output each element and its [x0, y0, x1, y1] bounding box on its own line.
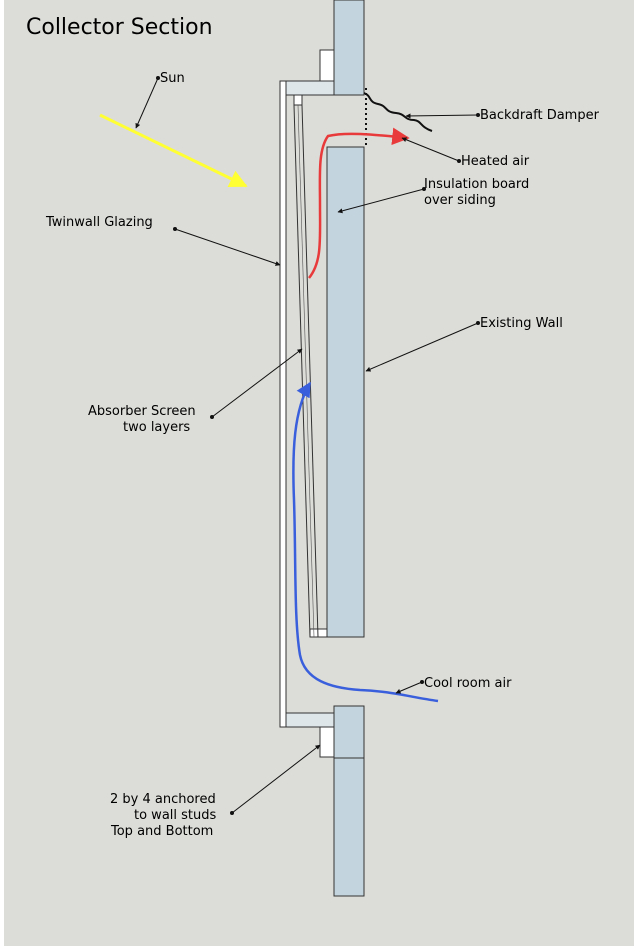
label-existing-wall: Existing Wall [480, 316, 563, 331]
leader-sun [135, 77, 159, 129]
label-insulation-line1: Insulation board [424, 177, 529, 192]
right-margin [634, 0, 640, 946]
leader-absorber-screen [211, 348, 303, 418]
leader-heated-air [401, 137, 460, 162]
absorber-screen-layer-1 [293, 104, 311, 638]
leader-stud-block [231, 744, 321, 814]
label-insulation-line2: over siding [424, 193, 496, 208]
absorber-bottom-spacer [309, 628, 328, 638]
stud-block-bottom [319, 726, 335, 758]
label-stud-line3: Top and Bottom [110, 824, 213, 839]
diagram-title: Collector Section [26, 15, 213, 40]
label-heated-air: Heated air [461, 154, 530, 169]
leader-insulation-board [337, 188, 425, 214]
label-absorber-line1: Absorber Screen [88, 404, 196, 419]
label-dots [156, 76, 480, 815]
absorber-screen-layer-2 [301, 104, 319, 638]
twinwall-glazing-panel [279, 80, 287, 728]
label-twinwall-glazing: Twinwall Glazing [45, 215, 153, 230]
absorber-screen-layer-3 [297, 104, 315, 638]
left-margin [0, 0, 4, 946]
cool-room-air-flow [292, 381, 439, 703]
label-stud-line1: 2 by 4 anchored [110, 792, 216, 807]
heated-air-flow [308, 127, 410, 279]
label-backdraft-damper: Backdraft Damper [480, 108, 600, 123]
backdraft-damper-flap [363, 92, 433, 132]
label-cool-room-air: Cool room air [424, 676, 512, 691]
label-stud-line2: to wall studs [134, 808, 216, 823]
existing-wall-upper [333, 0, 365, 96]
existing-wall-lower [333, 705, 365, 897]
sun-ray [99, 113, 248, 188]
stud-block-top [319, 49, 335, 82]
frame-bottom-cap [279, 712, 335, 728]
leader-existing-wall [365, 322, 479, 372]
label-absorber-line2: two layers [123, 420, 190, 435]
label-sun: Sun [160, 71, 185, 86]
insulation-board [326, 146, 365, 638]
frame-top-cap [279, 80, 335, 96]
leader-cool-room-air [395, 681, 423, 694]
leader-twinwall-glazing [174, 228, 281, 266]
absorber-top-spacer [293, 94, 303, 106]
leader-backdraft-damper [405, 113, 479, 119]
